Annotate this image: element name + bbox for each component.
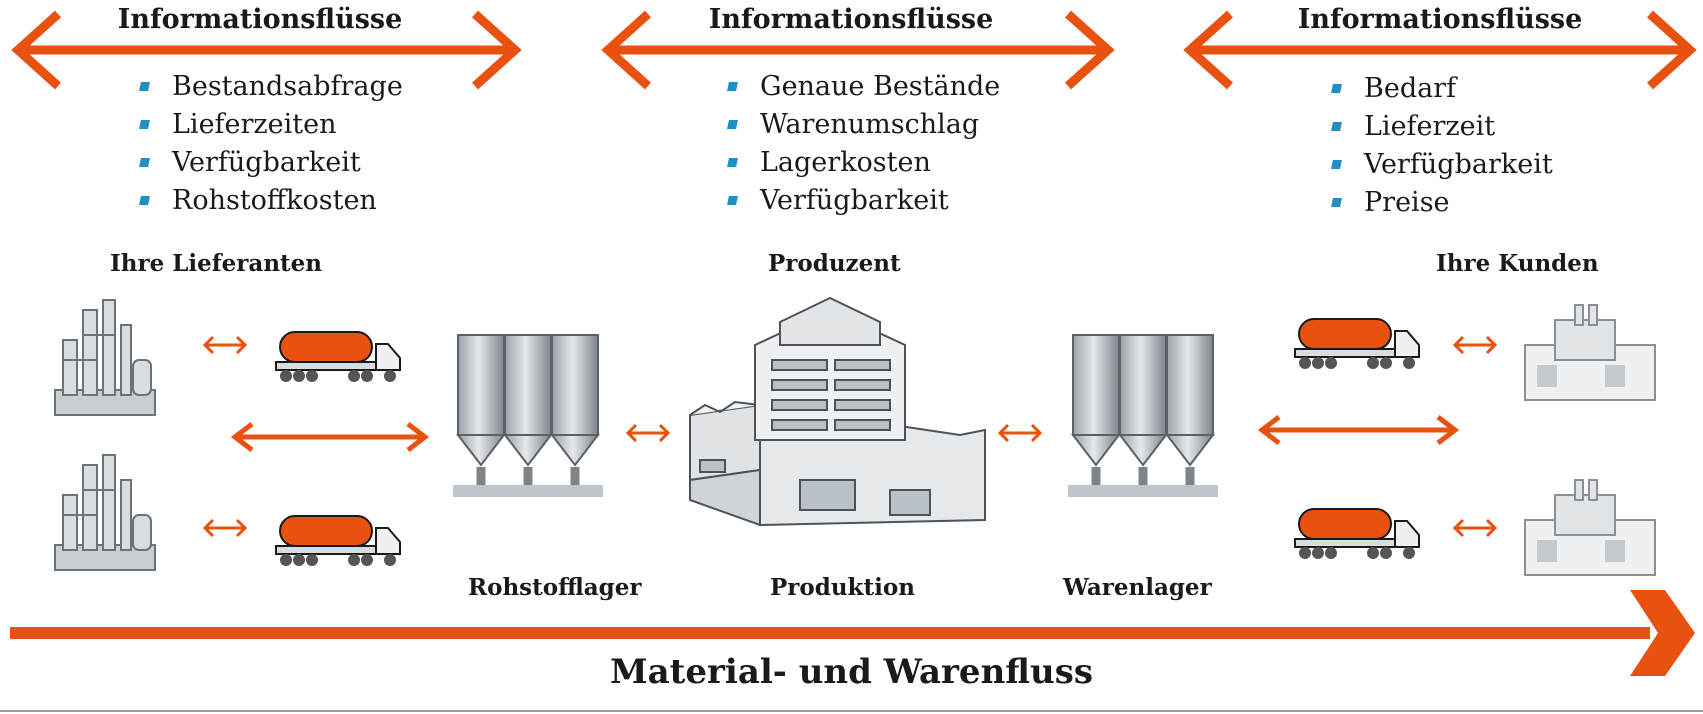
material-flow-title: Material- und Warenfluss [609,652,1094,692]
silo-icon [453,335,603,497]
info-list-producer: Genaue Bestände Warenumschlag Lagerkoste… [720,68,1000,220]
tanker-truck-icon [275,331,401,383]
list-item: Lagerkosten [720,144,1000,182]
info-arrow-center [601,10,1115,90]
refinery-icon [54,454,156,571]
material-flow-arrow [10,590,1695,676]
list-item: Verfügbarkeit [720,182,1000,220]
info-arrow-left [11,10,522,90]
silo-icon [1068,335,1218,497]
info-list-suppliers: Bestandsabfrage Lieferzeiten Verfügbarke… [132,68,403,220]
info-list-customers: Bedarf Lieferzeit Verfügbarkeit Preise [1324,70,1553,222]
bottom-divider [0,710,1703,712]
label-producer: Produzent [768,250,901,277]
list-item: Lieferzeiten [132,106,403,144]
double-arrow-icon [202,335,1498,538]
list-item: Rohstoffkosten [132,182,403,220]
tanker-truck-icon [1294,318,1420,370]
list-item: Warenumschlag [720,106,1000,144]
double-arrow-icon [230,415,1460,452]
customer-factory-icon [1524,304,1656,401]
label-customers: Ihre Kunden [1436,250,1599,277]
list-item: Bedarf [1324,70,1553,108]
info-title-3: Informationsflüsse [1297,4,1583,35]
list-item: Verfügbarkeit [132,144,403,182]
list-item: Lieferzeit [1324,108,1553,146]
list-item: Genaue Bestände [720,68,1000,106]
list-item: Preise [1324,184,1553,222]
list-item: Bestandsabfrage [132,68,403,106]
tanker-truck-icon [275,515,401,567]
list-item: Verfügbarkeit [1324,146,1553,184]
info-title-2: Informationsflüsse [708,4,994,35]
label-raw-storage: Rohstofflager [468,574,642,601]
tanker-truck-icon [1294,508,1420,560]
info-arrow-right [1183,10,1697,90]
label-production: Produktion [770,574,915,601]
customer-factory-icon [1524,479,1656,576]
label-warehouse: Warenlager [1063,574,1212,601]
refinery-icon [54,299,156,416]
info-title-1: Informationsflüsse [117,4,403,35]
factory-building-icon [689,296,986,527]
label-suppliers: Ihre Lieferanten [110,250,323,277]
